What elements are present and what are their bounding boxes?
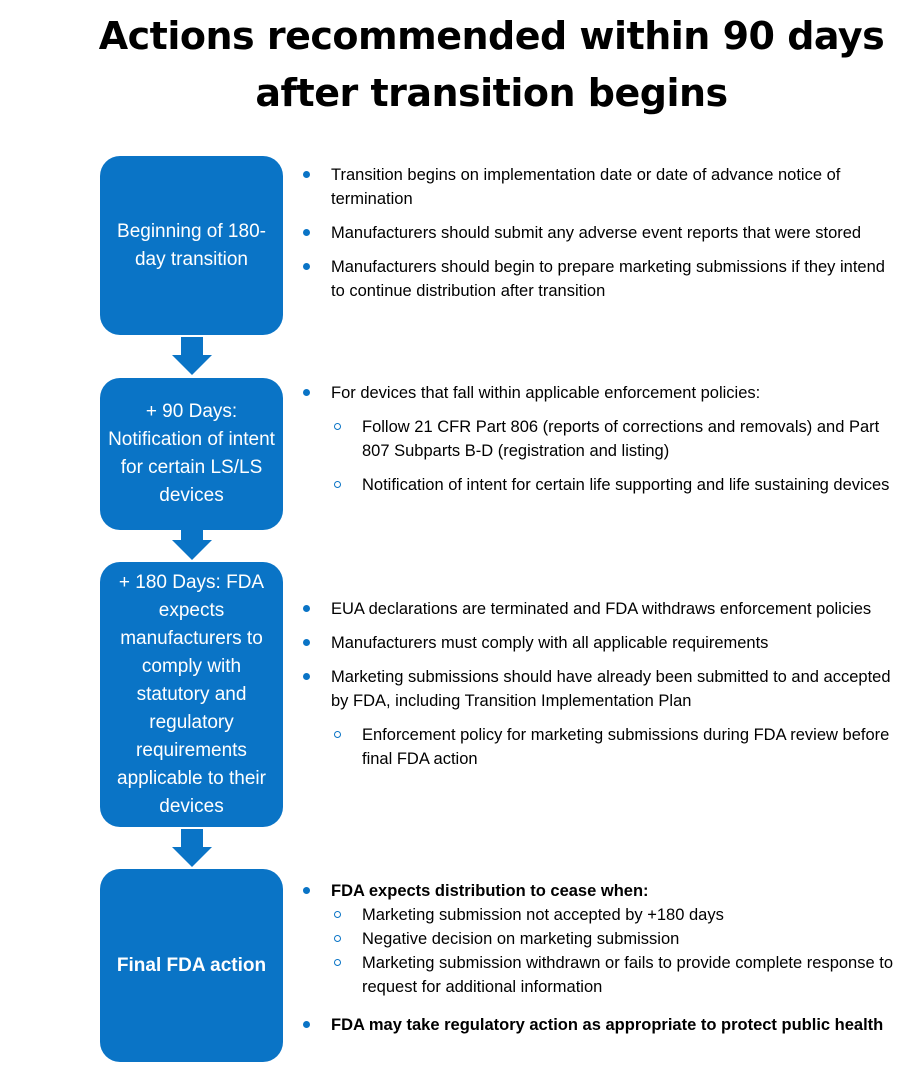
sub-bullet-text: Marketing submission withdrawn or fails … [362,954,893,996]
bullet-text: For devices that fall within applicable … [331,384,761,402]
down-arrow-icon [172,337,212,375]
sub-bullet-circle-icon [334,959,341,966]
sub-bullet-text: Enforcement policy for marketing submiss… [362,726,890,768]
sub-bullet-circle-icon [334,423,341,430]
sub-bullet-item: Follow 21 CFR Part 806 (reports of corre… [331,415,900,463]
step-1-bullet-list: Transition begins on implementation date… [300,163,900,303]
down-arrow-icon [172,522,212,560]
bullet-dot-icon [303,673,310,680]
bullet-text: Transition begins on implementation date… [331,166,841,208]
sub-bullet-item: Notification of intent for certain life … [331,473,900,497]
step-box-180-days: + 180 Days: FDA expects manufacturers to… [100,562,283,827]
page-title: Actions recommended within 90 days after… [98,14,885,115]
bullet-dot-icon [303,887,310,894]
step-2-bullet-list: For devices that fall within applicable … [300,381,900,497]
sub-bullet-text: Negative decision on marketing submissio… [362,930,680,948]
bullet-text: Manufacturers must comply with all appli… [331,634,769,652]
step-label: Final FDA action [116,954,267,976]
sub-bullet-item: Enforcement policy for marketing submiss… [331,723,900,771]
bullet-dot-icon [303,389,310,396]
sub-bullet-list: Follow 21 CFR Part 806 (reports of corre… [331,415,900,497]
step-label: + 180 Days: FDA expects manufacturers to… [117,571,266,817]
bullet-item: Manufacturers should begin to prepare ma… [300,255,900,303]
sub-bullet-text: Notification of intent for certain life … [362,476,890,494]
sub-bullet-item: Marketing submission withdrawn or fails … [331,951,900,999]
sub-bullet-text: Follow 21 CFR Part 806 (reports of corre… [362,418,880,460]
bullet-item: Transition begins on implementation date… [300,163,900,211]
sub-bullet-list: Marketing submission not accepted by +18… [331,903,900,999]
step-label: + 90 Days: Notification of intent for ce… [108,401,275,506]
bullet-item: Marketing submissions should have alread… [300,665,900,771]
sub-bullet-circle-icon [334,731,341,738]
sub-bullet-circle-icon [334,935,341,942]
bullet-text: FDA expects distribution to cease when: [331,882,649,900]
sub-bullet-text: Marketing submission not accepted by +18… [362,906,724,924]
step-4-bullet-list: FDA expects distribution to cease when: … [300,879,900,1037]
bullet-text: Manufacturers should begin to prepare ma… [331,258,885,300]
bullet-dot-icon [303,263,310,270]
down-arrow-icon [172,829,212,867]
step-box-final-fda-action: Final FDA action [100,869,283,1062]
bullet-text: EUA declarations are terminated and FDA … [331,600,872,618]
step-label: Beginning of 180-day transition [117,220,266,270]
sub-bullet-list: Enforcement policy for marketing submiss… [331,723,900,771]
bullet-item: FDA expects distribution to cease when: … [300,879,900,999]
bullet-text: Marketing submissions should have alread… [331,668,891,710]
bullet-item: For devices that fall within applicable … [300,381,900,497]
sub-bullet-circle-icon [334,481,341,488]
step-3-bullet-list: EUA declarations are terminated and FDA … [300,597,900,771]
sub-bullet-item: Marketing submission not accepted by +18… [331,903,900,927]
bullet-dot-icon [303,605,310,612]
step-box-beginning-of-transition: Beginning of 180-day transition [100,156,283,335]
step-box-90-days: + 90 Days: Notification of intent for ce… [100,378,283,530]
bullet-item: Manufacturers should submit any adverse … [300,221,900,245]
bullet-dot-icon [303,1021,310,1028]
bullet-item: Manufacturers must comply with all appli… [300,631,900,655]
bullet-item: FDA may take regulatory action as approp… [300,1013,900,1037]
bullet-text: FDA may take regulatory action as approp… [331,1016,884,1034]
bullet-dot-icon [303,639,310,646]
bullet-dot-icon [303,229,310,236]
sub-bullet-item: Negative decision on marketing submissio… [331,927,900,951]
bullet-dot-icon [303,171,310,178]
bullet-item: EUA declarations are terminated and FDA … [300,597,900,621]
sub-bullet-circle-icon [334,911,341,918]
bullet-text: Manufacturers should submit any adverse … [331,224,862,242]
